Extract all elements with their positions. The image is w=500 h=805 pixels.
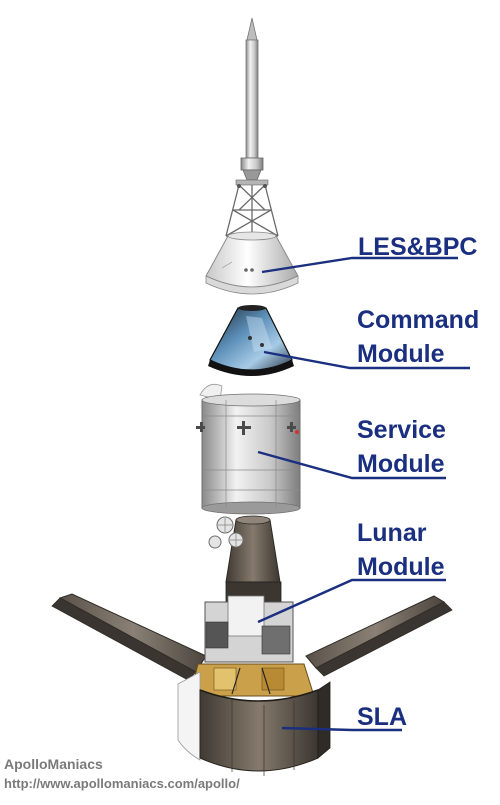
leader-line-command-module <box>263 350 470 370</box>
label-command-module: Module <box>357 340 445 368</box>
label-les-bpc: LES&BPC <box>358 233 478 261</box>
label-lunar: Lunar <box>357 519 427 547</box>
command-module <box>208 305 294 376</box>
leader-line-lunar-module <box>257 578 446 624</box>
label-service: Service <box>357 416 446 444</box>
service-module <box>196 383 301 515</box>
boost-protective-cover <box>205 231 299 295</box>
sla-panels <box>51 593 453 681</box>
launch-escape-tower <box>225 17 279 237</box>
label-command: Command <box>357 306 480 334</box>
leader-line-les-bpc <box>261 256 458 274</box>
label-sla: SLA <box>357 703 407 731</box>
credit-name: ApolloManiacs <box>4 756 103 772</box>
leader-line-sla <box>281 726 402 732</box>
leader-line-service-module <box>257 450 446 480</box>
credit-url: http://www.apollomaniacs.com/apollo/ <box>4 776 240 791</box>
sla-lower-section <box>177 671 331 776</box>
label-service-module: Module <box>357 450 445 478</box>
label-lunar-module: Module <box>357 553 445 581</box>
leader-lines <box>257 256 470 732</box>
sla-upper-section <box>208 515 281 583</box>
lunar-module <box>189 581 315 697</box>
